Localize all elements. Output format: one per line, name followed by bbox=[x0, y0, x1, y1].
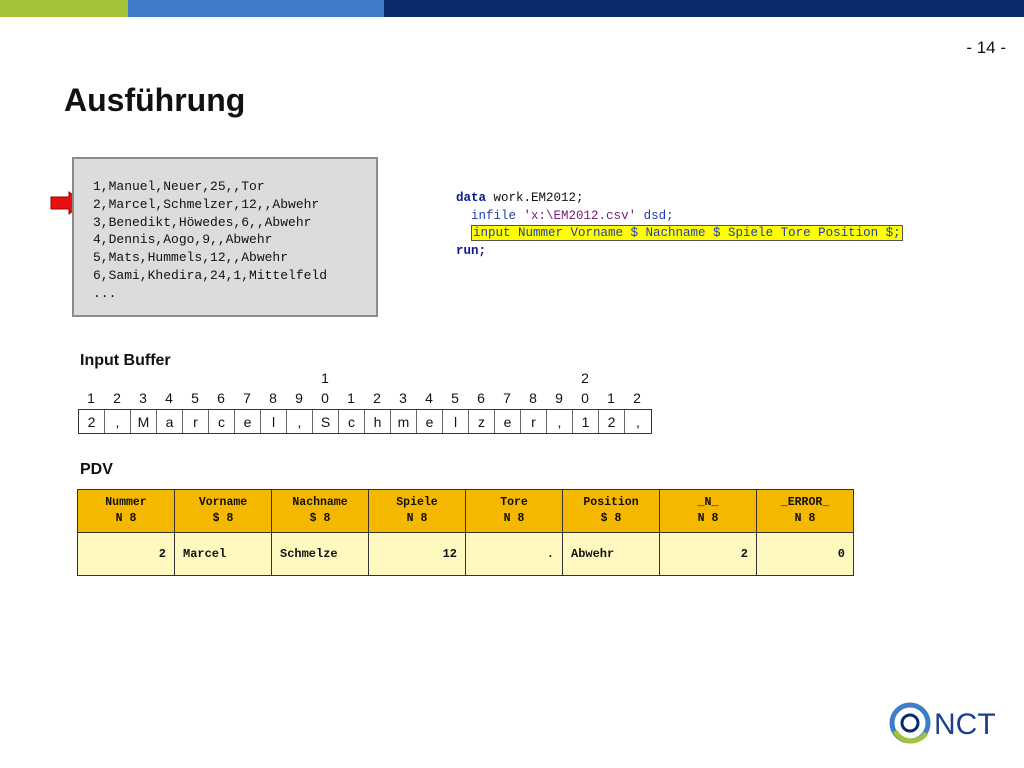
top-bar-blue bbox=[128, 0, 384, 17]
ruler-unit: 9 bbox=[295, 390, 303, 406]
buffer-cell: a bbox=[157, 410, 183, 433]
buffer-cell: , bbox=[105, 410, 131, 433]
ruler-unit: 8 bbox=[529, 390, 537, 406]
ruler-unit: 2 bbox=[633, 390, 641, 406]
code-keyword-data: data bbox=[456, 191, 487, 205]
pdv-value-cell: 2 bbox=[77, 532, 175, 576]
ruler-unit: 6 bbox=[217, 390, 225, 406]
code-keyword-run: run; bbox=[456, 243, 487, 258]
buffer-cell: c bbox=[339, 410, 365, 433]
top-bar-green bbox=[0, 0, 128, 17]
input-buffer-label: Input Buffer bbox=[80, 352, 171, 369]
ruler-unit: 4 bbox=[165, 390, 173, 406]
code-line-infile: infile 'x:\EM2012.csv' dsd; bbox=[456, 208, 903, 226]
buffer-cell: M bbox=[131, 410, 157, 433]
ruler-unit: 8 bbox=[269, 390, 277, 406]
nct-logo: NCT bbox=[889, 702, 996, 744]
top-bar-navy bbox=[384, 0, 1024, 17]
csv-line: 3,Benedikt,Höwedes,6,,Abwehr bbox=[93, 214, 312, 230]
buffer-cell: 2 bbox=[599, 410, 625, 433]
ruler-unit: 5 bbox=[451, 390, 459, 406]
csv-data-box: 1,Manuel,Neuer,25,,Tor 2,Marcel,Schmelze… bbox=[72, 157, 378, 317]
csv-line: 2,Marcel,Schmelzer,12,,Abwehr bbox=[93, 196, 320, 212]
buffer-cell: , bbox=[287, 410, 313, 433]
buffer-cell: e bbox=[235, 410, 261, 433]
code-infile-path: 'x:\EM2012.csv' bbox=[523, 208, 637, 223]
pdv-value-cell: 0 bbox=[756, 532, 854, 576]
code-input-statement-highlighted: input Nummer Vorname $ Nachname $ Spiele… bbox=[471, 225, 903, 241]
pdv-header-cell: Nachname$ 8 bbox=[271, 489, 369, 533]
ruler-unit: 2 bbox=[113, 390, 121, 406]
pdv-value-cell: 12 bbox=[368, 532, 466, 576]
ruler-unit: 9 bbox=[555, 390, 563, 406]
buffer-cell: S bbox=[313, 410, 339, 433]
pdv-header-cell: Position$ 8 bbox=[562, 489, 660, 533]
csv-line: 4,Dennis,Aogo,9,,Abwehr bbox=[93, 232, 273, 248]
ruler-unit: 1 bbox=[87, 390, 95, 406]
csv-line: 1,Manuel,Neuer,25,,Tor bbox=[93, 179, 265, 194]
buffer-cell: , bbox=[636, 413, 640, 430]
code-line-run: run; bbox=[456, 243, 903, 261]
buffer-cell: l bbox=[261, 410, 287, 433]
ruler-unit: 3 bbox=[399, 390, 407, 406]
pdv-value-cell: Marcel bbox=[174, 532, 272, 576]
pdv-value-cell: Schmelze bbox=[271, 532, 369, 576]
pdv-value-cell: . bbox=[465, 532, 563, 576]
ruler-unit: 1 bbox=[347, 390, 355, 406]
buffer-cell: 2 bbox=[79, 410, 105, 433]
slide-title: Ausführung bbox=[64, 82, 246, 118]
csv-line: 6,Sami,Khedira,24,1,Mittelfeld bbox=[93, 267, 328, 283]
buffer-cell: c bbox=[209, 410, 235, 433]
buffer-cell: e bbox=[495, 410, 521, 433]
ruler-tens: 1 bbox=[321, 370, 329, 386]
buffer-cell: z bbox=[469, 410, 495, 433]
ruler-unit: 3 bbox=[139, 390, 147, 406]
buffer-cell: , bbox=[547, 410, 573, 433]
pdv-value-row: 2 Marcel Schmelze 12 . Abwehr 2 0 bbox=[77, 532, 854, 576]
ruler-unit: 2 bbox=[373, 390, 381, 406]
svg-text:NCT: NCT bbox=[934, 708, 996, 741]
input-buffer: 2 , M a r c e l , S c h m e l z e r , 1 … bbox=[78, 409, 652, 434]
ruler-unit: 4 bbox=[425, 390, 433, 406]
page-number: - 14 - bbox=[966, 38, 1006, 57]
buffer-ruler: 1 2 1 2 3 4 5 6 7 8 9 0 1 2 3 4 5 6 7 8 … bbox=[78, 370, 652, 406]
code-line-input: input Nummer Vorname $ Nachname $ Spiele… bbox=[456, 225, 903, 243]
pdv-value-cell: Abwehr bbox=[562, 532, 660, 576]
sas-code-block: data work.EM2012; infile 'x:\EM2012.csv'… bbox=[456, 190, 903, 260]
code-line-data: data work.EM2012; bbox=[456, 190, 903, 208]
code-infile-options: dsd; bbox=[636, 208, 674, 223]
ruler-unit: 6 bbox=[477, 390, 485, 406]
ruler-tens: 2 bbox=[581, 370, 589, 386]
buffer-cell: r bbox=[521, 410, 547, 433]
pdv-header-cell: _ERROR_N 8 bbox=[756, 489, 854, 533]
code-keyword-infile: infile bbox=[471, 208, 517, 223]
buffer-cell: l bbox=[443, 410, 469, 433]
buffer-cell: m bbox=[391, 410, 417, 433]
ruler-unit: 7 bbox=[243, 390, 251, 406]
pdv-value-cell: 2 bbox=[659, 532, 757, 576]
code-dataset: work.EM2012; bbox=[486, 191, 584, 205]
buffer-cell: r bbox=[183, 410, 209, 433]
buffer-cell: e bbox=[417, 410, 443, 433]
pdv-label: PDV bbox=[80, 461, 113, 478]
buffer-cell: h bbox=[365, 410, 391, 433]
pdv-header-cell: _N_N 8 bbox=[659, 489, 757, 533]
csv-line: ... bbox=[93, 285, 117, 301]
ruler-unit: 5 bbox=[191, 390, 199, 406]
ruler-unit: 0 bbox=[581, 390, 589, 406]
ruler-unit: 0 bbox=[321, 390, 329, 406]
buffer-cell: 1 bbox=[573, 410, 599, 433]
ruler-unit: 1 bbox=[607, 390, 615, 406]
csv-line: 5,Mats,Hummels,12,,Abwehr bbox=[93, 250, 289, 266]
ruler-unit: 7 bbox=[503, 390, 511, 406]
pdv-header-cell: Vorname$ 8 bbox=[174, 489, 272, 533]
